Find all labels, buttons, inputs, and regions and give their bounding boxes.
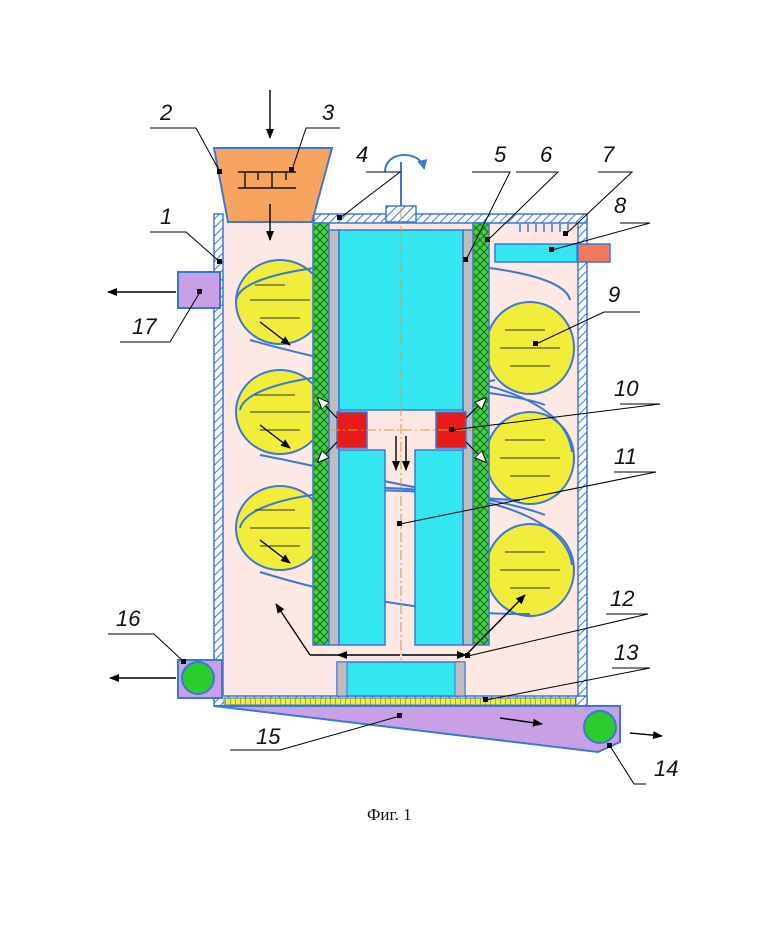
label-4: 4 xyxy=(356,142,368,167)
label-16: 16 xyxy=(116,606,141,631)
label-15: 15 xyxy=(256,724,281,749)
label-1: 1 xyxy=(160,204,172,229)
grate xyxy=(224,698,576,705)
label-10: 10 xyxy=(614,376,639,401)
label-7: 7 xyxy=(602,142,615,167)
rotation-indicator xyxy=(385,155,424,206)
label-1: 2 xyxy=(159,100,172,125)
label-9: 9 xyxy=(608,282,620,307)
figure-caption: Фиг. 1 xyxy=(367,805,412,824)
label-13: 13 xyxy=(614,640,639,665)
label-3: 3 xyxy=(322,100,335,125)
label-12: 12 xyxy=(610,586,634,611)
label-17: 17 xyxy=(132,314,157,339)
hopper xyxy=(214,148,332,222)
label-11: 11 xyxy=(614,444,637,469)
label-8: 8 xyxy=(614,193,627,218)
label-14: 14 xyxy=(654,756,678,781)
label-5: 5 xyxy=(494,142,507,167)
label-6: 6 xyxy=(540,142,553,167)
